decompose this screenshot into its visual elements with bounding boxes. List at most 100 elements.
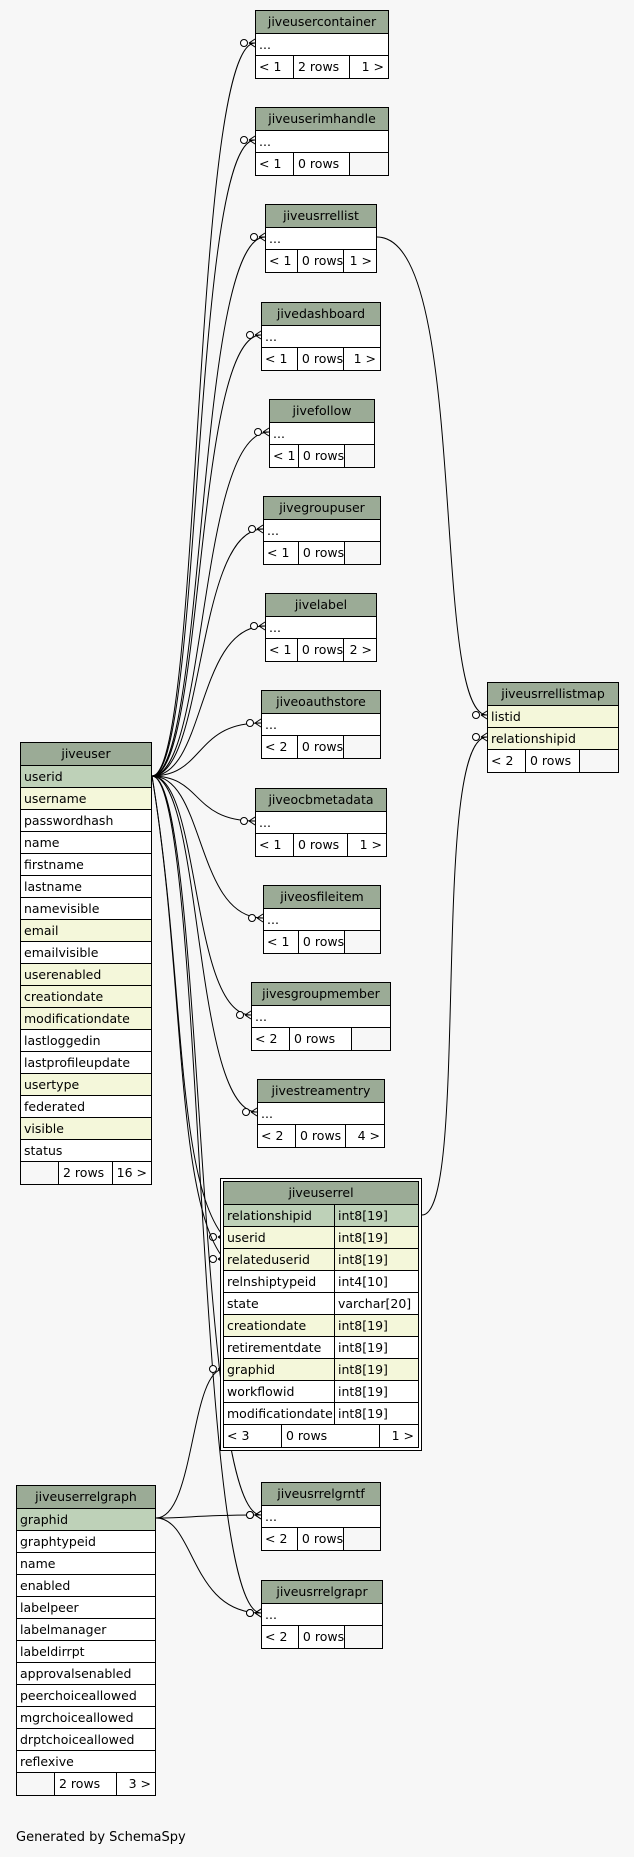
column-row[interactable]: creationdate <box>21 986 151 1008</box>
parents-count[interactable]: < 2 <box>488 750 526 772</box>
children-count[interactable]: 1 > <box>361 59 384 74</box>
column-row[interactable]: lastloggedin <box>21 1030 151 1052</box>
column-row[interactable]: ... <box>262 326 380 348</box>
column-row[interactable]: visible <box>21 1118 151 1140</box>
column-row[interactable]: lastname <box>21 876 151 898</box>
column-row[interactable]: ... <box>262 1604 382 1626</box>
column-row[interactable]: ... <box>262 1506 380 1528</box>
column-row[interactable]: relationshipid <box>488 728 618 750</box>
parents-count[interactable]: < 3 <box>224 1425 282 1447</box>
column-row[interactable]: lastprofileupdate <box>21 1052 151 1074</box>
column-row[interactable]: graphtypeid <box>17 1531 155 1553</box>
children-count[interactable] <box>345 1626 382 1648</box>
children-count[interactable] <box>344 1528 380 1550</box>
column-row[interactable]: namevisible <box>21 898 151 920</box>
column-row[interactable]: federated <box>21 1096 151 1118</box>
column-row[interactable]: graphid <box>17 1509 155 1531</box>
column-row[interactable]: peerchoiceallowed <box>17 1685 155 1707</box>
children-count[interactable] <box>345 445 374 467</box>
children-count[interactable]: 4 > <box>357 1128 380 1143</box>
column-row[interactable]: status <box>21 1140 151 1162</box>
column-row[interactable]: ... <box>256 812 386 834</box>
column-row[interactable]: firstname <box>21 854 151 876</box>
children-count[interactable]: 2 > <box>349 642 372 657</box>
column-row[interactable]: reflexive <box>17 1751 155 1773</box>
children-count[interactable] <box>580 750 618 772</box>
column-row[interactable]: drptchoiceallowed <box>17 1729 155 1751</box>
children-count[interactable]: 3 > <box>128 1776 151 1791</box>
parents-count[interactable]: < 1 <box>264 931 299 953</box>
column-row[interactable]: emailvisible <box>21 942 151 964</box>
column-row[interactable]: ... <box>256 131 388 153</box>
parents-count[interactable]: < 1 <box>256 153 294 175</box>
column-row[interactable]: ... <box>270 423 374 445</box>
parents-count[interactable] <box>17 1773 55 1795</box>
children-count[interactable] <box>345 931 380 953</box>
parents-count[interactable]: < 1 <box>256 56 294 78</box>
parents-count[interactable]: < 2 <box>262 736 298 758</box>
column-row[interactable]: ... <box>258 1103 384 1125</box>
column-row[interactable]: approvalsenabled <box>17 1663 155 1685</box>
column-row[interactable]: labelpeer <box>17 1597 155 1619</box>
column-row[interactable]: enabled <box>17 1575 155 1597</box>
column-row[interactable]: userid <box>21 766 151 788</box>
column-row[interactable]: ... <box>264 909 380 931</box>
children-count[interactable] <box>344 736 380 758</box>
children-count[interactable]: 1 > <box>391 1428 414 1443</box>
column-row[interactable]: email <box>21 920 151 942</box>
parents-count[interactable]: < 1 <box>270 445 299 467</box>
children-count[interactable]: 1 > <box>349 253 372 268</box>
parents-count[interactable]: < 2 <box>262 1528 298 1550</box>
parents-count[interactable]: < 2 <box>262 1626 299 1648</box>
column-row[interactable]: name <box>21 832 151 854</box>
column-row[interactable]: listid <box>488 706 618 728</box>
column-row[interactable]: passwordhash <box>21 810 151 832</box>
column-row[interactable]: usertype <box>21 1074 151 1096</box>
column-row[interactable]: modificationdate <box>21 1008 151 1030</box>
parents-count[interactable]: < 2 <box>252 1028 290 1050</box>
column-row[interactable]: ... <box>266 617 376 639</box>
parents-count[interactable] <box>21 1162 59 1184</box>
column-row[interactable]: username <box>21 788 151 810</box>
children-count[interactable]: 1 > <box>353 351 376 366</box>
column-row[interactable]: labeldirrpt <box>17 1641 155 1663</box>
column-row[interactable]: ... <box>262 714 380 736</box>
parents-count[interactable]: < 1 <box>266 250 298 272</box>
column-row[interactable]: ... <box>266 228 376 250</box>
parents-count[interactable]: < 1 <box>264 542 299 564</box>
parents-count[interactable]: < 1 <box>256 834 294 856</box>
children-count[interactable]: 16 > <box>116 1165 147 1180</box>
parents-count[interactable]: < 1 <box>262 348 298 370</box>
children-count[interactable] <box>345 542 380 564</box>
column-row[interactable]: ... <box>264 520 380 542</box>
column-row[interactable]: labelmanager <box>17 1619 155 1641</box>
parents-count[interactable]: < 2 <box>258 1125 296 1147</box>
column-row[interactable]: ... <box>256 34 388 56</box>
children-count[interactable] <box>350 153 388 175</box>
